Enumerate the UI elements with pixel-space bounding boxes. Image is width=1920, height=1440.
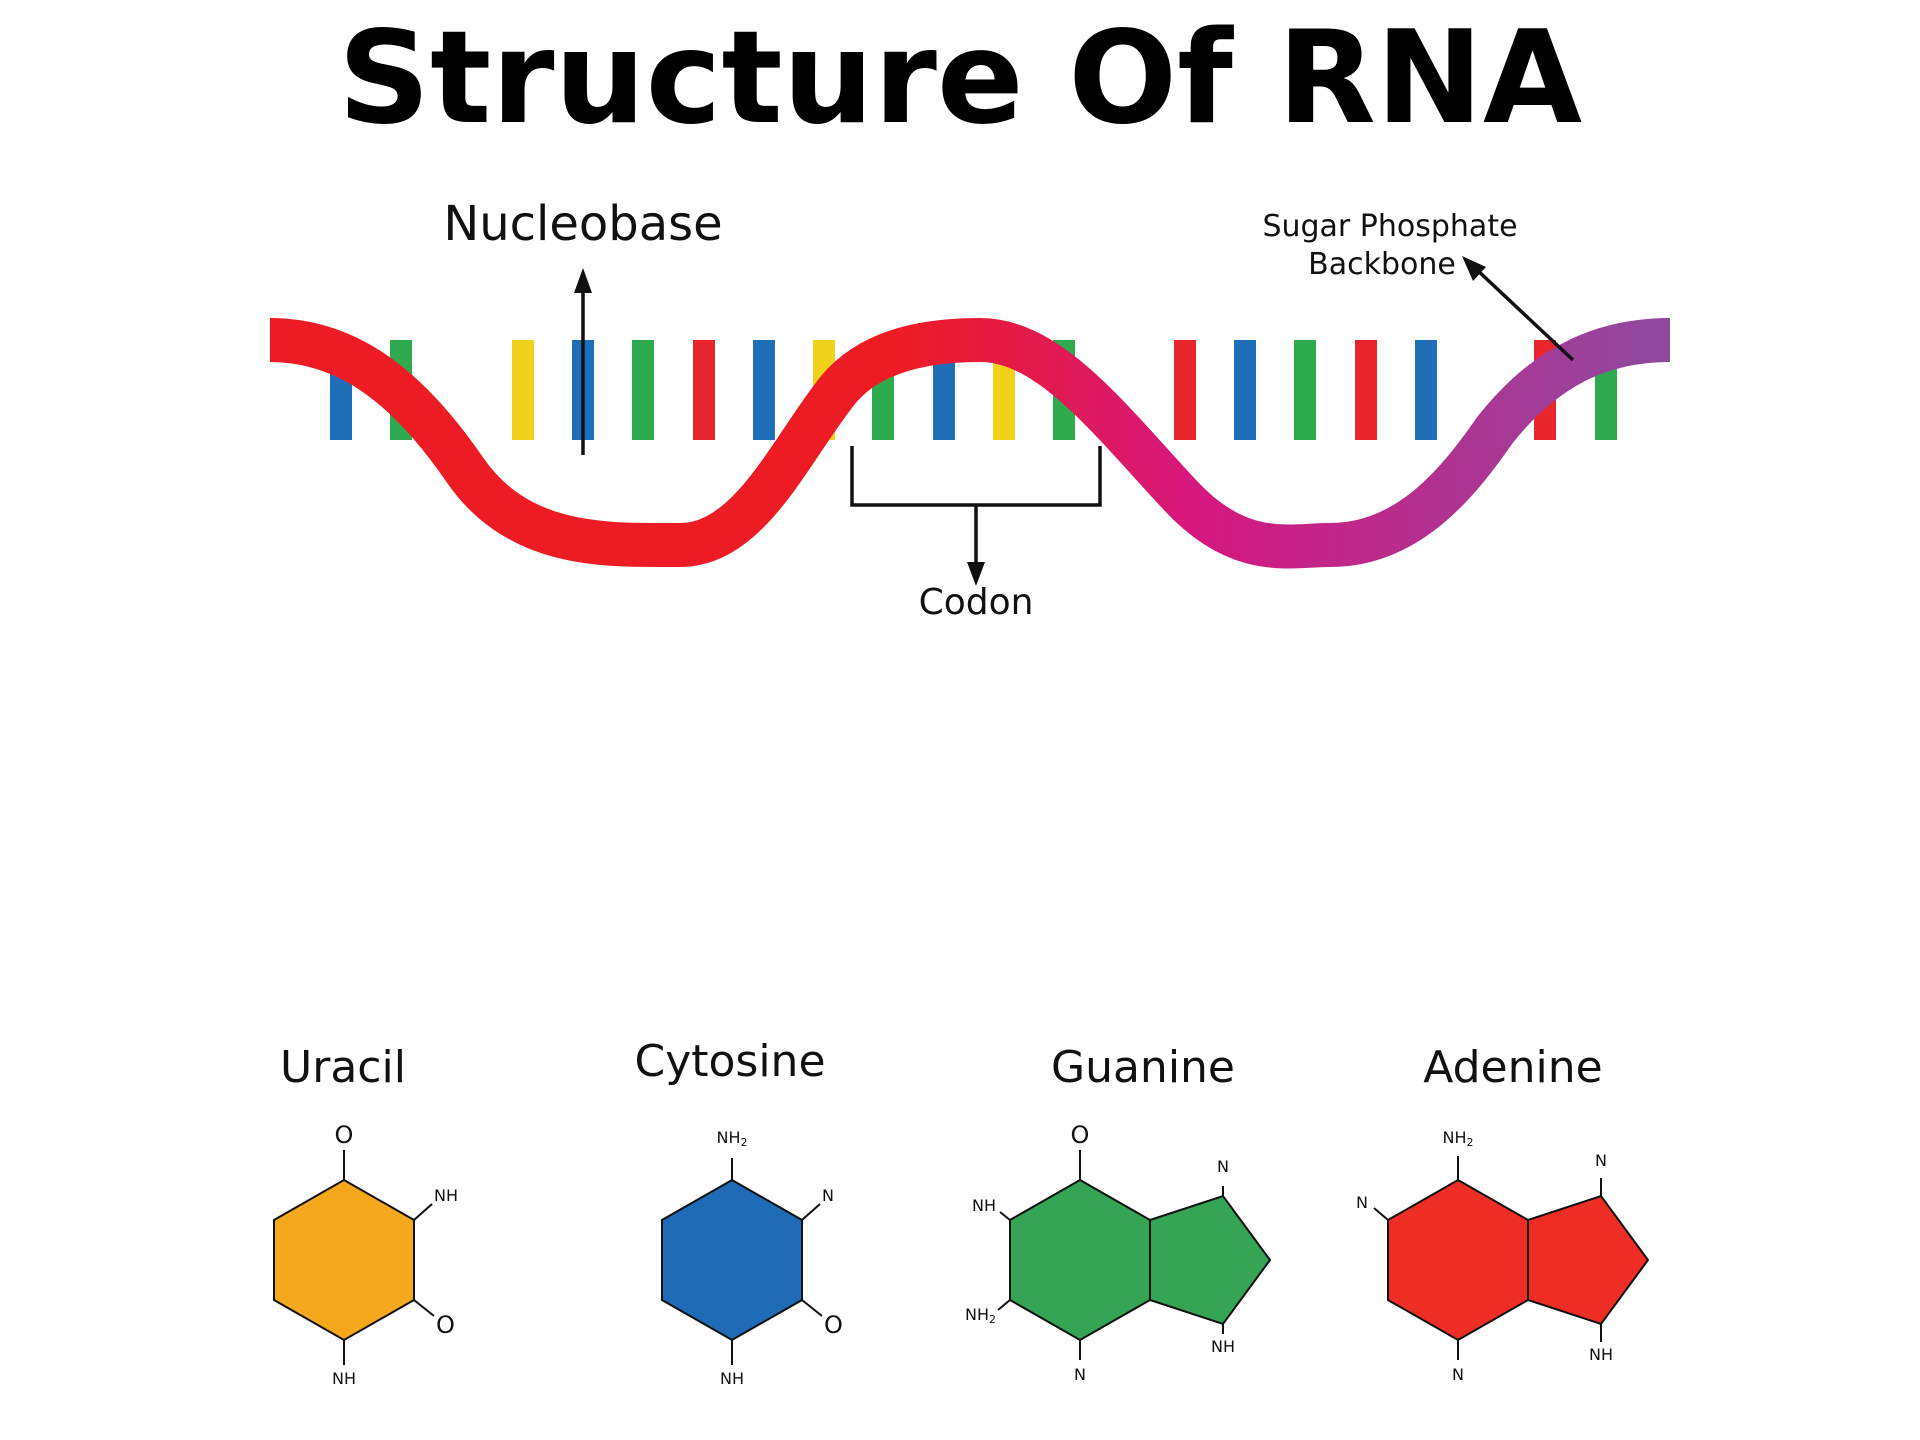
adenine-nucleobase-bar [693,340,715,440]
cytosine-atom-bottom-nh: NH [720,1369,744,1388]
uracil-bond-nh [413,1203,433,1221]
uracil-bond-o [413,1299,435,1317]
cytosine-nucleobase-bar [753,340,775,440]
cytosine-molecule: Cytosine NH2 N O NH [634,1036,842,1388]
guanine-molecule: Guanine O NH NH2 N N NH [965,1042,1272,1384]
sugar-phosphate-backbone [269,317,1671,569]
adenine-bond-n [1373,1207,1389,1221]
nucleobase-arrowhead [574,268,592,293]
adenine-atom-bottom-n: N [1452,1365,1464,1384]
adenine-nucleobase-bar [1355,340,1377,440]
adenine-atom-n: N [1356,1193,1368,1212]
codon-bracket-line [850,446,1102,507]
guanine-atom-ring-n: N [1217,1157,1229,1176]
uracil-ring [273,1178,415,1342]
adenine-atom-nh2-sub: 2 [1467,1136,1474,1149]
adenine-atom-nh2-main: NH [1443,1128,1467,1147]
guanine-bond-nh [999,1211,1011,1221]
adenine-atom-ring-n: N [1595,1151,1607,1170]
guanine-atom-ring-nh: NH [1211,1337,1235,1356]
cytosine-atom-n: N [822,1186,834,1205]
cytosine-name: Cytosine [634,1036,825,1087]
uracil-atom-bottom-nh: NH [332,1369,356,1388]
guanine-nucleobase-bar [632,340,654,440]
uracil-molecule: Uracil O NH O NH [273,1042,458,1388]
adenine-atom-ring-nh: NH [1589,1345,1613,1364]
uracil-atom-o: O [436,1311,455,1339]
uracil-atom-nh: NH [434,1186,458,1205]
adenine-ring-five [1527,1194,1650,1326]
cytosine-bond-n [801,1203,821,1221]
nucleobase-label: Nucleobase [443,196,722,252]
codon-label: Codon [919,582,1034,623]
cytosine-atom-o: O [824,1311,843,1339]
cytosine-ring [661,1178,803,1342]
guanine-atom-nh2-sub: 2 [989,1313,996,1326]
adenine-name: Adenine [1423,1042,1602,1093]
cytosine-atom-nh2-main: NH [717,1128,741,1147]
backbone-arrowhead [1462,256,1486,281]
adenine-molecule: Adenine NH2 N N N NH [1356,1042,1650,1384]
uracil-atom-top-o: O [335,1121,354,1149]
cytosine-atom-nh2-sub: 2 [741,1136,748,1149]
adenine-ring-six [1387,1178,1529,1342]
backbone-label-line1: Sugar Phosphate [1262,209,1517,244]
cytosine-nucleobase-bar [933,340,955,440]
guanine-ring-five [1149,1194,1272,1326]
backbone-arrow-line [1473,266,1575,362]
guanine-ring-six [1009,1178,1151,1342]
adenine-nucleobase-bar [1174,340,1196,440]
guanine-atom-nh2-main: NH [965,1305,989,1324]
backbone-pointer [1462,256,1575,362]
cytosine-atom-nh2: NH2 [717,1128,748,1149]
guanine-atom-nh2: NH2 [965,1305,996,1326]
guanine-bond-nh2 [997,1299,1011,1311]
adenine-atom-nh2: NH2 [1443,1128,1474,1149]
guanine-atom-bottom-n: N [1074,1365,1086,1384]
page-title: Structure Of RNA [338,4,1582,153]
cytosine-bond-o [801,1299,823,1317]
codon-arrowhead [967,562,985,586]
guanine-atom-top-o: O [1071,1121,1090,1149]
backbone-label-line2: Backbone [1308,247,1456,282]
guanine-atom-nh: NH [972,1196,996,1215]
codon-bracket [850,446,1102,586]
cytosine-nucleobase-bar [1415,340,1437,440]
nucleobase-pointer [574,268,592,455]
guanine-name: Guanine [1051,1042,1235,1093]
cytosine-nucleobase-bar [1234,340,1256,440]
uracil-nucleobase-bar [512,340,534,440]
uracil-name: Uracil [280,1042,406,1093]
guanine-nucleobase-bar [1294,340,1316,440]
